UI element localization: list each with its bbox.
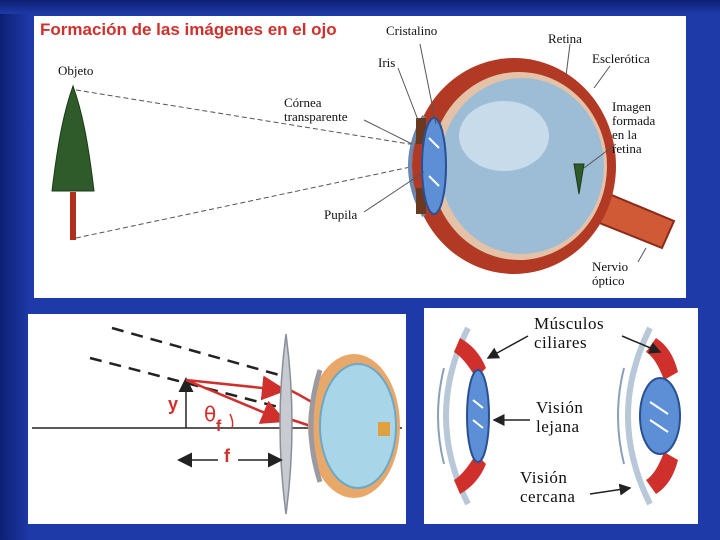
eye-diagram-drawing	[34, 16, 686, 298]
lens-shape	[422, 118, 446, 214]
label-nervio: Nervio óptico	[592, 260, 628, 288]
magnifier-optics-panel: y θ f f	[28, 314, 406, 524]
pointer-musculos-left	[488, 336, 528, 358]
ciliary-accommodation-panel: Músculos ciliares Visión lejana Visión c…	[424, 308, 698, 524]
incoming-ray-lower	[90, 358, 290, 410]
pointer-nervio	[638, 248, 646, 262]
pointer-iris	[398, 68, 418, 120]
eye-image-formation-panel: Formación de las imágenes en el ojo Obje…	[34, 16, 686, 298]
label-cornea: Córnea transparente	[284, 96, 348, 124]
label-retina: Retina	[548, 32, 582, 46]
label-theta: θ	[204, 402, 216, 426]
label-imagen: Imagen formada en la retina	[612, 100, 655, 156]
magnifier-lens	[280, 334, 292, 514]
label-cristalino: Cristalino	[386, 24, 437, 38]
pointer-cercana	[590, 488, 630, 494]
eyeball-highlight	[459, 101, 549, 171]
diagram-title: Formación de las imágenes en el ojo	[40, 20, 337, 40]
label-vision-lejana: Visión lejana	[536, 398, 583, 436]
label-pupila: Pupila	[324, 208, 357, 222]
label-esclerotica: Esclerótica	[592, 52, 650, 66]
label-objeto: Objeto	[58, 64, 93, 78]
label-theta-sub: f	[216, 418, 221, 436]
background-top-band	[0, 0, 720, 14]
background-stripe	[0, 0, 30, 540]
pointer-esclerotica	[594, 66, 610, 88]
ray-upper	[76, 90, 434, 148]
label-iris: Iris	[378, 56, 395, 70]
retina-spot	[378, 422, 390, 436]
ray-lower	[76, 162, 434, 238]
label-musculos-ciliares: Músculos ciliares	[534, 314, 604, 352]
label-y: y	[168, 394, 178, 415]
near-vision-eye	[618, 328, 680, 504]
label-f: f	[224, 446, 230, 467]
angle-arc	[230, 414, 233, 428]
pointer-retina	[566, 44, 570, 76]
label-vision-cercana: Visión cercana	[520, 468, 575, 506]
tree-object	[52, 86, 94, 240]
far-vision-eye	[438, 328, 489, 504]
